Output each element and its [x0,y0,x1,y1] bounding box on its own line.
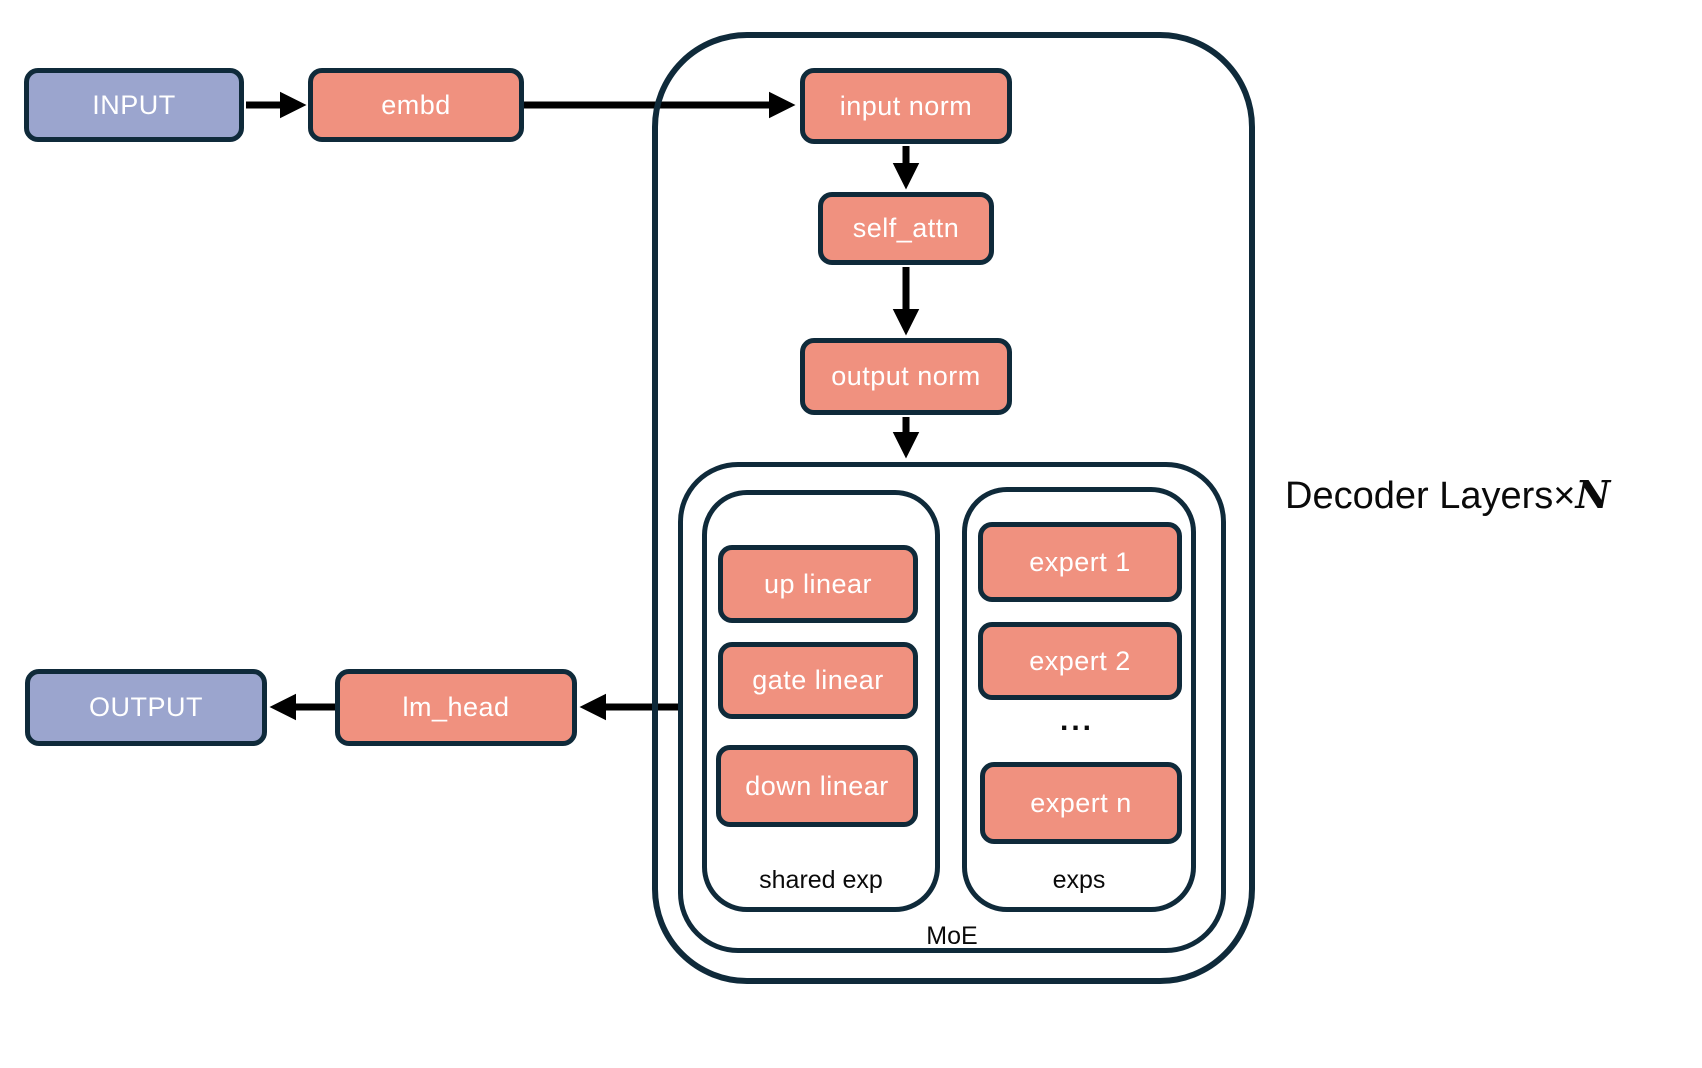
expert-n-node: expert n [980,762,1182,844]
input-norm-node: input norm [800,68,1012,144]
down-linear-node: down linear [716,745,918,827]
output-node: OUTPUT [25,669,267,746]
exps-label: exps [1052,866,1106,894]
up-linear-node: up linear [718,545,918,623]
expert-2-node: expert 2 [978,622,1182,700]
expert-1-node: expert 1 [978,522,1182,602]
moe-label: MoE [926,922,978,950]
moe-container [678,462,1226,953]
gate-linear-node: gate linear [718,642,918,719]
exps-container [962,487,1196,912]
decoder-layers-container [652,32,1255,984]
self-attn-node: self_attn [818,192,994,265]
output-norm-node: output norm [800,338,1012,415]
experts-ellipsis: ... [1060,704,1095,737]
input-node: INPUT [24,68,244,142]
decoder-layers-label-text: Decoder Layers× [1285,475,1576,517]
shared-exp-label: shared exp [759,866,883,894]
embd-node: embd [308,68,524,142]
shared-exp-container [702,490,940,912]
lm-head-node: lm_head [335,669,577,746]
decoder-layers-n: N [1575,472,1611,517]
decoder-layers-label: Decoder Layers×N [1285,472,1610,518]
